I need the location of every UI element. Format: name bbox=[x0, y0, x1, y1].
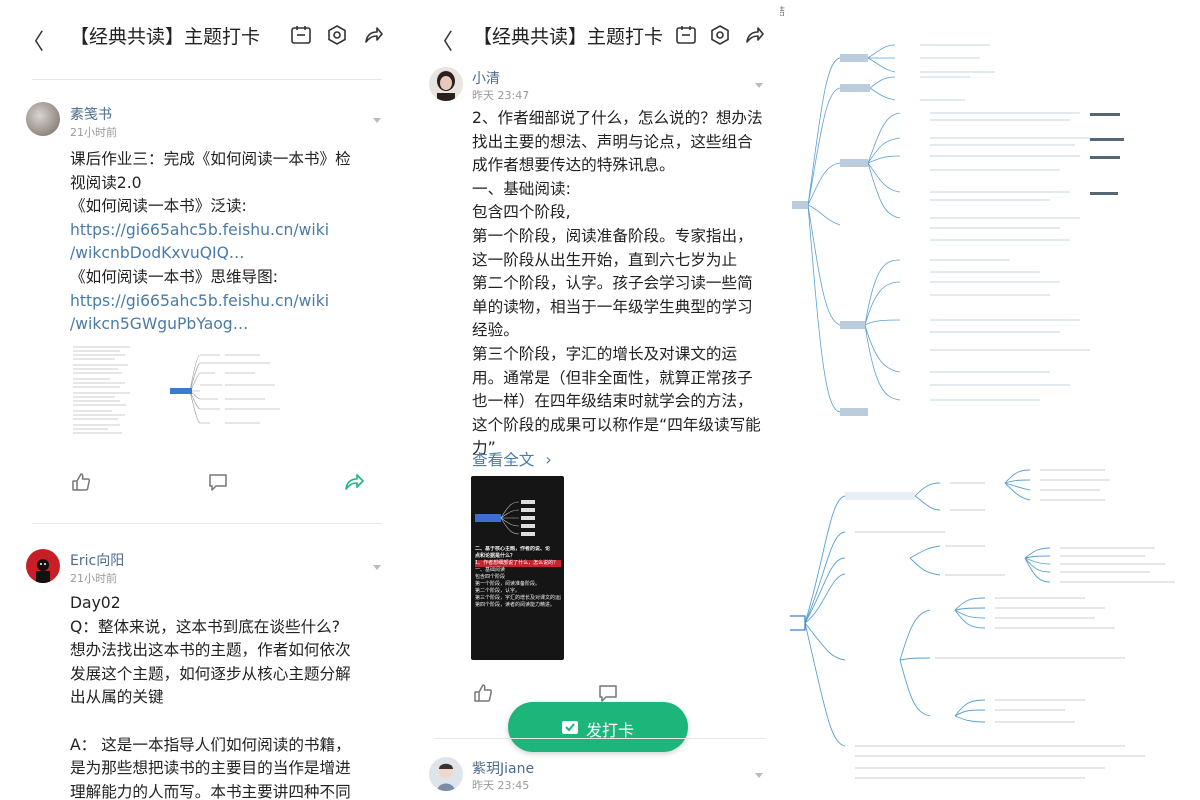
post-line: 第三个阶段，字汇的增长及对课文的运 bbox=[472, 344, 738, 363]
post-line: Day02 bbox=[70, 594, 121, 612]
mindmap-panel bbox=[790, 0, 1200, 800]
more-options-icon[interactable] bbox=[755, 773, 763, 778]
phone-text-line: 第二个阶段，认字。 bbox=[475, 588, 521, 594]
username[interactable]: 紫玥Jiane bbox=[472, 761, 535, 777]
post-line: 包含四个阶段, bbox=[472, 203, 571, 222]
feed-panel-middle: 〈 【经典共读】主题打卡 小清 昨天 23:47 2、作者细部说了什么，怎么说的… bbox=[405, 0, 780, 800]
divider bbox=[32, 523, 382, 524]
post-line: 想办法找出这本书的主题，作者如何依次 bbox=[70, 641, 351, 660]
phone-text-line: 第四个阶段，读者的阅读能力精进。 bbox=[475, 602, 556, 608]
post-line: 《如何阅读一本书》泛读: bbox=[70, 197, 247, 216]
phone-screenshot-thumbnail[interactable]: 二、基于核心主题，作者的说、论 点和论据是什么？ 1、作者想细部说了什么，怎么说… bbox=[471, 476, 564, 660]
phone-screen-text: 二、基于核心主题，作者的说、论 点和论据是什么？ 1、作者想细部说了什么，怎么说… bbox=[475, 546, 561, 609]
header-bar: 〈 【经典共读】主题打卡 bbox=[405, 14, 780, 58]
post-line: 力” bbox=[472, 439, 496, 458]
post-line: 课后作业三：完成《如何阅读一本书》检 bbox=[70, 150, 351, 168]
post-line: 理解能力的人而写。本书主要讲四种不同 bbox=[70, 782, 351, 800]
mindmap-image-top[interactable] bbox=[790, 20, 1195, 420]
settings-icon[interactable] bbox=[709, 24, 731, 46]
feed-panel-left: 〈 【经典共读】主题打卡 素笺书 21小时前 课后作业三：完成《如何阅读一本书》… bbox=[0, 0, 400, 800]
post-line bbox=[70, 710, 351, 734]
username[interactable]: 素笺书 bbox=[70, 107, 112, 123]
post-line: 第一个阶段，阅读准备阶段。专家指出， bbox=[472, 226, 753, 245]
see-full-text-label: 查看全文 bbox=[472, 451, 535, 469]
post-line: 一、基础阅读: bbox=[472, 179, 571, 198]
post-line: 第二个阶段，认字。孩子会学习读一些简 bbox=[472, 274, 753, 293]
phone-text-line: 第一个阶段，阅读准备阶段。 bbox=[475, 581, 541, 587]
post-body: 2、作者细部说了什么，怎么说的？想办法 找出主要的想法、声明与论点，这些组合 成… bbox=[472, 107, 763, 461]
like-icon[interactable] bbox=[70, 471, 92, 493]
phone-text-line: 二、基于核心主题，作者的说、论 bbox=[475, 546, 551, 552]
checkin-button[interactable]: 发打卡 bbox=[508, 702, 688, 752]
username[interactable]: 小清 bbox=[472, 71, 500, 87]
divider bbox=[32, 79, 382, 80]
chevron-right-icon: › bbox=[545, 451, 552, 469]
post-line: 这个阶段的成果可以称作是“四年级读写能 bbox=[472, 415, 761, 434]
divider bbox=[435, 738, 765, 739]
more-options-icon[interactable] bbox=[373, 118, 381, 123]
phone-text-line: 点和论据是什么？ bbox=[475, 553, 516, 559]
back-icon[interactable]: 〈 bbox=[22, 30, 45, 55]
header-bar: 〈 【经典共读】主题打卡 bbox=[0, 14, 400, 58]
post-line: 经验。 bbox=[472, 321, 519, 340]
avatar[interactable] bbox=[26, 102, 60, 136]
post-body: 课后作业三：完成《如何阅读一本书》检 视阅读2.0 《如何阅读一本书》泛读: h… bbox=[70, 148, 351, 337]
post-link[interactable]: https://gi665ahc5b.feishu.cn/wiki bbox=[70, 291, 330, 310]
post-line: 单的读物，相当于一年级学生典型的学习 bbox=[472, 297, 753, 316]
post-time: 21小时前 bbox=[70, 572, 117, 585]
page-title: 【经典共读】主题打卡 bbox=[473, 26, 664, 48]
comment-icon[interactable] bbox=[207, 471, 229, 493]
post-time: 昨天 23:47 bbox=[472, 89, 530, 102]
post-line: 用。通常是（但非全面性，就算正常孩子 bbox=[472, 368, 753, 387]
share-post-icon[interactable] bbox=[343, 471, 365, 493]
checkin-label: 发打卡 bbox=[586, 721, 635, 740]
more-options-icon[interactable] bbox=[373, 565, 381, 570]
share-icon[interactable] bbox=[743, 24, 765, 46]
mindmap-image-bottom[interactable] bbox=[790, 458, 1195, 788]
post-link[interactable]: /wikcn5GWguPbYaog… bbox=[70, 315, 249, 334]
username[interactable]: Eric向阳 bbox=[70, 553, 125, 569]
post-time: 昨天 23:45 bbox=[472, 779, 530, 792]
avatar[interactable] bbox=[26, 549, 60, 583]
post-link[interactable]: https://gi665ahc5b.feishu.cn/wiki bbox=[70, 220, 330, 239]
post-line: 成作者想要传达的特殊讯息。 bbox=[472, 156, 675, 175]
avatar[interactable] bbox=[429, 67, 463, 101]
post-line: 2、作者细部说了什么，怎么说的？想办法 bbox=[472, 109, 763, 127]
post-time: 21小时前 bbox=[70, 126, 117, 139]
post-line: Q：整体来说，这本书到底在谈些什么? bbox=[70, 617, 341, 636]
phone-text-line: 1、作者想细部说了什么，怎么说的？ bbox=[475, 560, 561, 567]
post-line: 也一样）在四年级结束时就学会的方法， bbox=[472, 392, 753, 411]
post-line: 出从属的关键 bbox=[70, 688, 164, 707]
calendar-icon[interactable] bbox=[290, 24, 312, 46]
post-line: 发展这个主题，如何逐步从核心主题分解 bbox=[70, 664, 351, 683]
page-title: 【经典共读】主题打卡 bbox=[70, 26, 261, 48]
more-options-icon[interactable] bbox=[755, 83, 763, 88]
share-icon[interactable] bbox=[362, 24, 384, 46]
phone-text-line: 包含四个阶段 bbox=[475, 574, 506, 580]
post-line: 是为那些想把读书的主要目的当作是增进 bbox=[70, 759, 351, 778]
see-full-text-link[interactable]: 查看全文 › bbox=[472, 448, 552, 470]
phone-text-line: 一、基础阅读 bbox=[475, 567, 506, 573]
checkin-icon bbox=[562, 721, 578, 734]
post-line: 《如何阅读一本书》思维导图: bbox=[70, 267, 278, 286]
calendar-icon[interactable] bbox=[675, 24, 697, 46]
post-line: 找出主要的想法、声明与论点，这些组合 bbox=[472, 132, 753, 151]
post-line: 视阅读2.0 bbox=[70, 173, 142, 192]
phone-text-line: 第三个阶段，字汇的增长及对课文的运用。 bbox=[475, 595, 561, 601]
post-body: Day02 Q：整体来说，这本书到底在谈些什么? 想办法找出这本书的主题，作者如… bbox=[70, 592, 351, 800]
settings-icon[interactable] bbox=[326, 24, 348, 46]
mindmap-thumbnail[interactable] bbox=[70, 343, 290, 439]
comment-icon[interactable] bbox=[597, 682, 619, 704]
back-icon[interactable]: 〈 bbox=[431, 30, 454, 55]
post-link[interactable]: /wikcnbDodKxvuQIQ… bbox=[70, 244, 245, 263]
mindmap-preview bbox=[475, 500, 535, 536]
post-line: A： 这是一本指导人们如何阅读的书籍， bbox=[70, 735, 351, 754]
post-line: 这一阶段从出生开始，直到六七岁为止 bbox=[472, 250, 738, 269]
like-icon[interactable] bbox=[472, 682, 494, 704]
avatar[interactable] bbox=[429, 757, 463, 791]
